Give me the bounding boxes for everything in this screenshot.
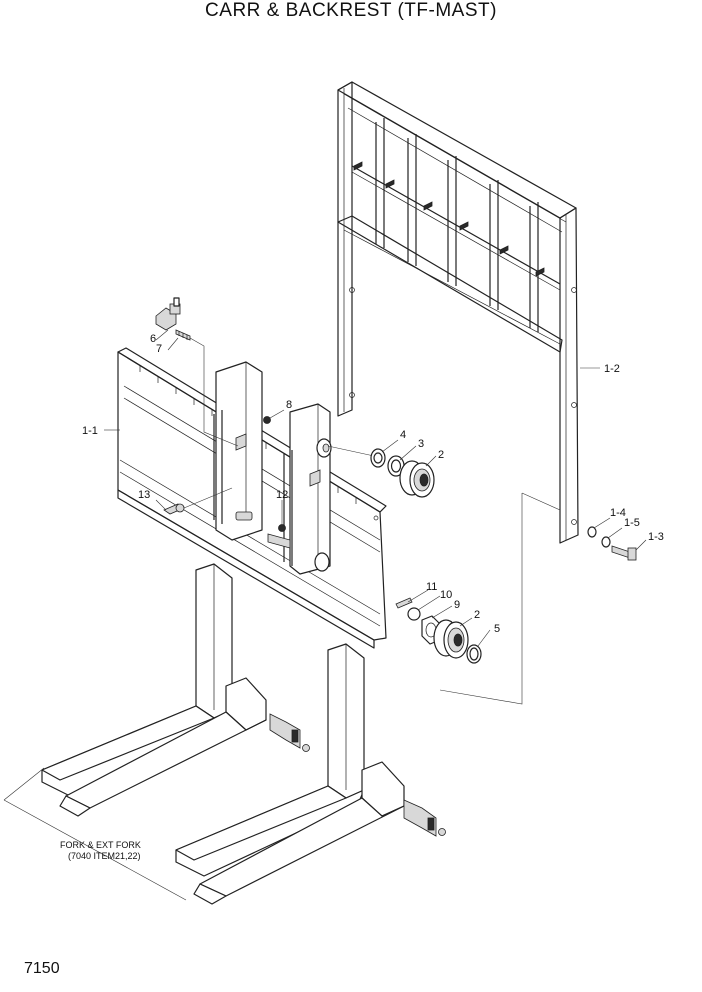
snap-ring-5 — [466, 644, 482, 664]
fork-note-line1: FORK & EXT FORK — [60, 840, 141, 850]
callout-1-3: 1-3 — [648, 531, 664, 543]
callout-1-4: 1-4 — [610, 507, 626, 519]
pin-7 — [175, 329, 191, 341]
callout-11: 11 — [426, 581, 437, 593]
bolt-1-3 — [611, 545, 637, 561]
fork-right-rear — [193, 761, 405, 905]
callout-4: 4 — [400, 429, 406, 441]
callout-1-5: 1-5 — [624, 517, 640, 529]
carriage-frame — [117, 347, 387, 649]
fork-left-pin — [269, 713, 310, 752]
fork-right-front — [175, 643, 365, 877]
callout-7: 7 — [156, 343, 162, 355]
callout-8: 8 — [286, 399, 292, 411]
washer-3 — [387, 455, 405, 477]
callout-13: 13 — [138, 489, 150, 501]
washer-4 — [370, 448, 386, 468]
washer-1-4 — [587, 526, 597, 538]
callout-2-lower: 2 — [474, 609, 480, 621]
callout-1-1: 1-1 — [82, 425, 98, 437]
callout-10: 10 — [440, 589, 452, 601]
backrest-frame — [337, 81, 579, 544]
bolt-6 — [155, 297, 181, 331]
roller-2-lower — [433, 619, 469, 659]
callout-12: 12 — [276, 489, 288, 501]
callout-6: 6 — [150, 333, 156, 345]
washer-1-5 — [601, 536, 611, 548]
page-number: 7150 — [24, 960, 60, 977]
fork-left-front — [41, 563, 233, 797]
pin-11 — [395, 597, 413, 609]
diagram-title: CARR & BACKREST (TF-MAST) — [205, 0, 497, 21]
roller-2-upper — [399, 460, 435, 498]
callout-1-2: 1-2 — [604, 363, 620, 375]
bolt-13 — [163, 503, 185, 515]
fork-left-rear — [59, 677, 267, 817]
callout-2-upper: 2 — [438, 449, 444, 461]
fork-note-line2: (7040 ITEM21,22) — [68, 851, 141, 861]
fork-right-pin — [403, 799, 446, 837]
callout-5: 5 — [494, 623, 500, 635]
callout-3: 3 — [418, 438, 424, 450]
callout-9: 9 — [454, 599, 460, 611]
washer-10 — [407, 607, 421, 621]
